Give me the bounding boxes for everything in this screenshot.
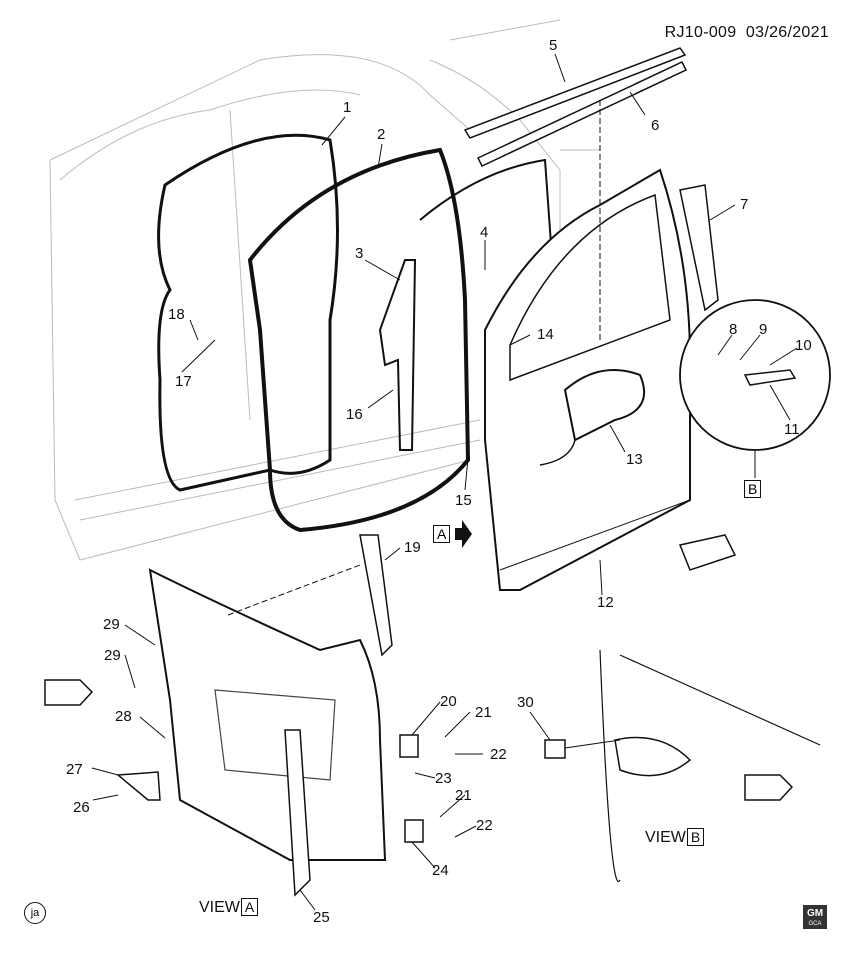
- callout-21b: 21: [455, 787, 472, 804]
- callout-10: 10: [795, 337, 812, 354]
- callout-6: 6: [651, 117, 660, 134]
- callout-19: 19: [404, 539, 421, 556]
- callout-12: 12: [597, 594, 614, 611]
- callout-4: 4: [480, 224, 489, 241]
- callout-29: 29: [103, 616, 120, 633]
- callout-8: 8: [729, 321, 738, 338]
- view-a-box: A: [240, 898, 259, 916]
- callout-24: 24: [432, 862, 449, 879]
- view-a-badge: A: [433, 525, 451, 543]
- ja-circle-mark: ja: [24, 902, 46, 924]
- callout-22: 22: [490, 746, 507, 763]
- callout-17: 17: [175, 373, 192, 390]
- callout-18: 18: [168, 306, 185, 323]
- view-a-label: VIEW: [199, 899, 240, 916]
- callout-27: 27: [66, 761, 83, 778]
- view-b-box: B: [686, 828, 705, 846]
- callout-15: 15: [455, 492, 472, 509]
- view-b-badge: B: [744, 480, 762, 498]
- callout-26: 26: [73, 799, 90, 816]
- callout-16: 16: [346, 406, 363, 423]
- callout-23: 23: [435, 770, 452, 787]
- callout-9: 9: [759, 321, 768, 338]
- callout-1: 1: [343, 99, 352, 116]
- gm-logo: GM GCA: [803, 905, 827, 929]
- callout-21: 21: [475, 704, 492, 721]
- callout-13: 13: [626, 451, 643, 468]
- callout-29b: 29: [104, 647, 121, 664]
- drawing-reference: RJ10-009 03/26/2021: [665, 24, 829, 42]
- callout-22b: 22: [476, 817, 493, 834]
- drawing-number: RJ10-009: [664, 24, 737, 41]
- callout-28: 28: [115, 708, 132, 725]
- callout-5: 5: [549, 37, 558, 54]
- callout-3: 3: [355, 245, 364, 262]
- callout-2: 2: [377, 126, 386, 143]
- callout-30: 30: [517, 694, 534, 711]
- drawing-date: 03/26/2021: [745, 24, 829, 41]
- view-b-label: VIEW: [645, 829, 686, 846]
- callout-25: 25: [313, 909, 330, 926]
- callout-7: 7: [740, 196, 749, 213]
- callout-14: 14: [537, 326, 554, 343]
- callout-11: 11: [784, 421, 800, 438]
- callout-20: 20: [440, 693, 457, 710]
